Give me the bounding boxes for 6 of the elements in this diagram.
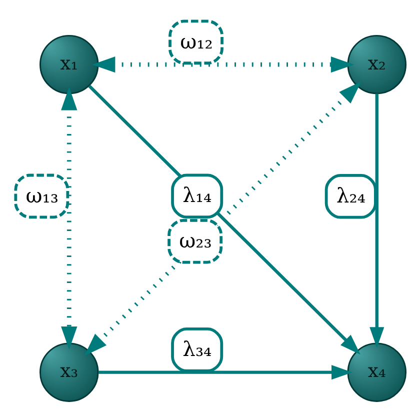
edge-label: λ₁₄ — [182, 182, 212, 207]
edge-label: ω₂₃ — [179, 228, 212, 252]
edge-label: ω₁₂ — [180, 28, 213, 53]
edge-label: λ₂₄ — [336, 182, 366, 207]
edge-label: λ₃₄ — [182, 336, 212, 360]
edge-label: ω₁₃ — [26, 182, 58, 207]
